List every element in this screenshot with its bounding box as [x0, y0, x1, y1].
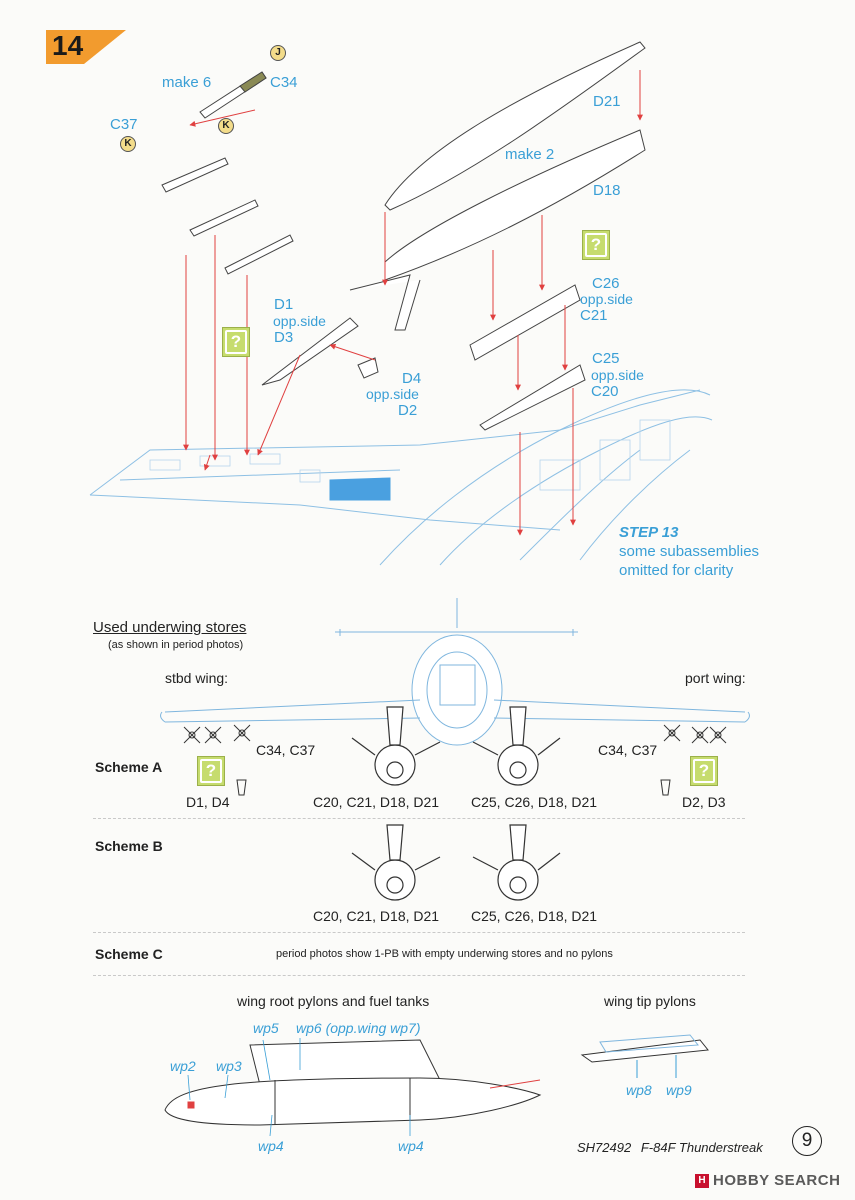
front-view-rockets [183, 724, 727, 796]
step-number: 14 [52, 30, 84, 61]
footer-kit-code: SH72492 [577, 1140, 632, 1155]
label-c37: C37 [110, 116, 138, 133]
label-c20: C20 [591, 383, 619, 400]
fuel-tank-side-view [164, 1039, 542, 1126]
scheme-a-label: Scheme A [95, 759, 163, 775]
pylons [469, 284, 586, 431]
scheme-a-right-rockets: C34, C37 [598, 742, 658, 758]
footer-model: F-84F Thunderstreak [640, 1140, 763, 1155]
question-mark-icon: ? [225, 330, 247, 354]
label-d1: D1 [274, 296, 294, 313]
label-wp9: wp9 [666, 1082, 692, 1098]
scheme-b-label: Scheme B [95, 838, 163, 854]
label-c25: C25 [592, 350, 620, 367]
label-c26: C26 [592, 275, 620, 292]
step-badge-shape [46, 30, 126, 64]
label-wp6: wp6 (opp.wing wp7) [296, 1020, 421, 1036]
aircraft-wing-section [89, 389, 713, 566]
page-number: 9 [792, 1126, 822, 1156]
tip-pylons-title: wing tip pylons [604, 993, 696, 1009]
scheme-c-note: period photos show 1-PB with empty under… [276, 948, 613, 960]
watermark: H HOBBY SEARCH [695, 1172, 840, 1189]
label-wp4-left: wp4 [258, 1138, 284, 1154]
wing-tip-pylon [580, 1034, 709, 1078]
label-c25-opp: opp.side [591, 367, 644, 383]
stbd-wing-label: stbd wing: [165, 670, 229, 686]
marker-j: J [270, 45, 286, 61]
label-make2: make 2 [505, 146, 555, 163]
step13-line2: omitted for clarity [619, 562, 734, 579]
scheme-a-left-small: D1, D4 [186, 794, 230, 810]
assembly-arrows [183, 70, 643, 536]
label-d2: D2 [398, 402, 418, 419]
label-wp2: wp2 [170, 1058, 196, 1074]
port-wing-label: port wing: [685, 670, 746, 686]
stores-title: Used underwing stores [93, 619, 247, 636]
scheme-b-left-tank: C20, C21, D18, D21 [313, 908, 440, 924]
label-c21: C21 [580, 307, 608, 324]
front-view-tanks [351, 706, 561, 901]
label-d4: D4 [402, 370, 422, 387]
question-mark-icon: ? [200, 759, 222, 783]
label-c34: C34 [270, 74, 298, 91]
question-mark-icon: ? [585, 233, 607, 257]
scheme-a-left-rockets: C34, C37 [256, 742, 316, 758]
label-d1-opp: opp.side [273, 313, 326, 329]
small-pylon [261, 317, 379, 386]
scheme-a-right-tank: C25, C26, D18, D21 [471, 794, 598, 810]
question-mark-box-3: ? [197, 756, 225, 786]
scheme-a-left-tank: C20, C21, D18, D21 [313, 794, 440, 810]
question-mark-icon: ? [693, 759, 715, 783]
label-wp4-right: wp4 [398, 1138, 424, 1154]
question-mark-box-1: ? [582, 230, 610, 260]
label-make6: make 6 [162, 74, 212, 91]
label-wp5: wp5 [253, 1020, 279, 1036]
marker-k-2: K [120, 136, 136, 152]
scheme-b-right-tank: C25, C26, D18, D21 [471, 908, 598, 924]
label-d4-opp: opp.side [366, 386, 419, 402]
label-c26-opp: opp.side [580, 291, 633, 307]
marker-k: K [218, 118, 234, 134]
hobby-search-logo-icon: H [695, 1173, 709, 1188]
label-d3: D3 [274, 329, 294, 346]
scheme-a-right-small: D2, D3 [682, 794, 726, 810]
question-mark-box-4: ? [690, 756, 718, 786]
label-wp8: wp8 [626, 1082, 652, 1098]
root-pylons-title: wing root pylons and fuel tanks [237, 993, 430, 1009]
front-view-aircraft [160, 598, 750, 746]
drop-tank [349, 41, 646, 331]
divider-3 [93, 975, 745, 976]
rockets [161, 71, 294, 275]
label-d18: D18 [593, 182, 621, 199]
footer-kit-title: SH72492 F-84F Thunderstreak [577, 1140, 763, 1155]
wing-panel-details [149, 419, 671, 491]
divider-2 [93, 932, 745, 933]
question-mark-box-2: ? [222, 327, 250, 357]
wp-leaders [187, 1038, 411, 1137]
step13-line1: some subassemblies [619, 543, 760, 560]
label-d21: D21 [593, 93, 621, 110]
step13-note: STEP 13 some subassemblies omitted for c… [619, 523, 759, 580]
scheme-c-label: Scheme C [95, 946, 163, 962]
step-badge: 14 [40, 26, 130, 66]
step13-title: STEP 13 [619, 524, 679, 541]
watermark-text: HOBBY SEARCH [713, 1172, 841, 1189]
stores-subtitle: (as shown in period photos) [108, 639, 244, 651]
label-wp3: wp3 [216, 1058, 242, 1074]
divider-1 [93, 818, 745, 819]
